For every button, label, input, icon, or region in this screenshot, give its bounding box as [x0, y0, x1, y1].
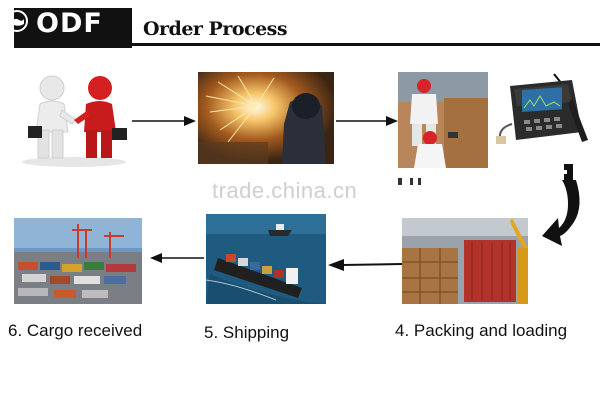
welding-photo: [198, 72, 334, 164]
logo-emblem-icon: [6, 10, 28, 32]
port-cargo-photo: [14, 218, 142, 304]
flaw-detector-photo: [494, 70, 592, 154]
step-label-shipping: 5. Shipping: [204, 323, 290, 342]
arrow-left-icon: [150, 253, 204, 263]
header-divider: [130, 43, 600, 46]
step-label-packing-loading: 4. Packing and loading: [395, 321, 568, 340]
arrow-left-icon: [328, 259, 403, 271]
arrow-right-icon: [336, 116, 398, 126]
handshake-photo: [14, 70, 134, 168]
step-label-cargo-received: 6. Cargo received: [8, 321, 143, 340]
curved-arrow-down-icon: [542, 164, 580, 246]
photo-caption-marks: [398, 178, 421, 185]
cargo-ship-photo: [206, 214, 326, 304]
page-title: Order Process: [143, 18, 288, 40]
inspection-photo: [398, 72, 488, 168]
brand-logo: [14, 8, 132, 48]
watermark-text: trade.china.cn: [212, 178, 358, 203]
logo-text: ODF: [36, 8, 103, 39]
arrow-right-icon: [132, 116, 196, 126]
container-packing-photo: [402, 218, 528, 304]
